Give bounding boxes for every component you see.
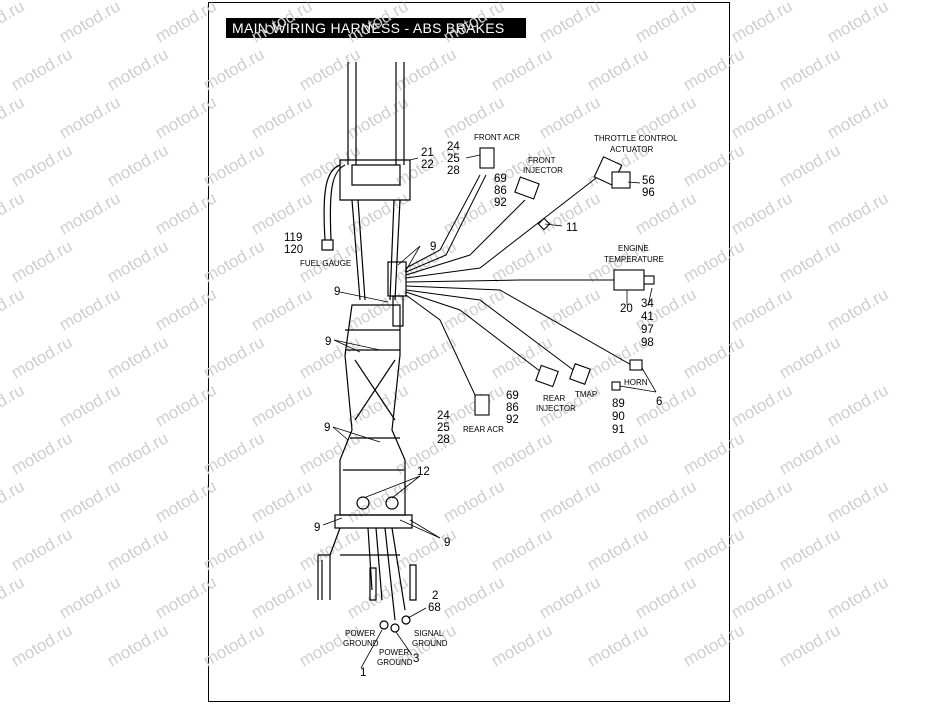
rear-injector-connector bbox=[535, 364, 559, 388]
branch-horn bbox=[405, 285, 641, 371]
tmap-part-2: 90 bbox=[612, 411, 625, 423]
downtube bbox=[351, 199, 401, 301]
branch-front-acr bbox=[405, 174, 481, 269]
tmap-part-3: 91 bbox=[612, 424, 625, 436]
part-12-left bbox=[356, 496, 370, 510]
harness-part-2: 22 bbox=[421, 159, 434, 171]
power-ground-2-label-1: POWER bbox=[379, 648, 409, 657]
rear-acr-part-3: 28 bbox=[437, 434, 450, 446]
tmap-label: TMAP bbox=[575, 390, 597, 399]
tmap-part-1: 89 bbox=[612, 398, 625, 410]
rear-acr-label: REAR ACR bbox=[463, 425, 504, 434]
power-ground-1-label-1: POWER bbox=[345, 629, 375, 638]
nacelle-bracket bbox=[339, 159, 411, 201]
branch-front-injector bbox=[405, 199, 526, 276]
fuel-gauge-label: FUEL GAUGE bbox=[300, 259, 351, 268]
frame-drawing bbox=[317, 62, 417, 633]
front-injector-connector bbox=[514, 176, 540, 200]
rear-acr-connector bbox=[474, 394, 490, 416]
front-injector-part-2: 86 bbox=[494, 185, 507, 197]
harness-part-1: 21 bbox=[421, 147, 434, 159]
horn-connector-b bbox=[611, 381, 621, 391]
horn-part: 6 bbox=[656, 396, 662, 408]
left-fork-tube bbox=[347, 62, 357, 165]
rear-fender-support bbox=[318, 527, 341, 600]
frame-body bbox=[339, 304, 406, 516]
engine-temp-part-4: 97 bbox=[641, 324, 654, 336]
throttle-label-2: ACTUATOR bbox=[610, 145, 653, 154]
ground-leads bbox=[367, 527, 406, 621]
harness-branches bbox=[405, 174, 641, 396]
power-ground-1-part: 1 bbox=[360, 667, 366, 679]
part-12-label: 12 bbox=[417, 466, 430, 478]
fuel-gauge-part-2: 120 bbox=[284, 244, 303, 256]
part-12-right bbox=[385, 496, 399, 510]
front-injector-label-2: INJECTOR bbox=[523, 166, 563, 175]
front-acr-part-3: 28 bbox=[447, 165, 460, 177]
engine-temp-part-2: 34 bbox=[641, 298, 654, 310]
front-injector-label-1: FRONT bbox=[528, 156, 556, 165]
branch-rear-acr bbox=[405, 294, 476, 396]
clip-label-2: 9 bbox=[334, 286, 340, 298]
front-acr-part-2: 25 bbox=[447, 153, 460, 165]
throttle-part-1: 56 bbox=[642, 175, 655, 187]
signal-ground-label-2: GROUND bbox=[412, 639, 448, 648]
fuel-gauge-lead bbox=[323, 164, 341, 241]
part-2-label: 2 bbox=[432, 590, 438, 602]
branch-rear-injector bbox=[405, 291, 546, 376]
engine-temp-part-3: 41 bbox=[641, 311, 654, 323]
clip-label-4: 9 bbox=[324, 422, 330, 434]
rear-acr-part-2: 25 bbox=[437, 422, 450, 434]
part-11-label: 11 bbox=[566, 222, 578, 234]
clip-label-5: 9 bbox=[314, 522, 320, 534]
throttle-label-1: THROTTLE CONTROL bbox=[594, 134, 678, 143]
clip-label-1: 9 bbox=[430, 241, 436, 253]
rear-injector-part-1: 69 bbox=[506, 390, 519, 402]
rear-injector-part-2: 86 bbox=[506, 402, 519, 414]
components bbox=[474, 147, 655, 416]
power-ground-2-part: 3 bbox=[413, 653, 419, 665]
clip-label-6: 9 bbox=[444, 537, 450, 549]
rear-acr-part-1: 24 bbox=[437, 410, 450, 422]
branch-tmap bbox=[405, 289, 581, 376]
diagram-title: MAIN WIRING HARNESS - ABS BRAKES bbox=[226, 18, 526, 38]
power-ground-2-label-2: GROUND bbox=[377, 658, 413, 667]
clip-label-3: 9 bbox=[325, 336, 331, 348]
power-ground-1-label-2: GROUND bbox=[343, 639, 379, 648]
engine-temp-label-1: ENGINE bbox=[618, 244, 649, 253]
diagram-frame bbox=[208, 2, 730, 702]
horn-connector-a bbox=[629, 359, 643, 371]
rear-injector-label-1: REAR bbox=[543, 394, 565, 403]
signal-ground-label-1: SIGNAL bbox=[414, 629, 444, 638]
rear-injector-label-2: INJECTOR bbox=[536, 404, 576, 413]
front-acr-connector bbox=[479, 147, 495, 169]
front-injector-part-3: 92 bbox=[494, 197, 507, 209]
engine-temp-part-5: 98 bbox=[641, 337, 654, 349]
throttle-actuator-plug bbox=[611, 171, 631, 189]
callouts: FRONT ACR 24 25 28 FRONT INJECTOR 69 86 … bbox=[284, 133, 678, 679]
engine-temp-sensor bbox=[613, 269, 645, 291]
rear-injector-part-3: 92 bbox=[506, 414, 519, 426]
branch-throttle bbox=[405, 174, 601, 279]
front-injector-part-1: 69 bbox=[494, 173, 507, 185]
front-acr-label: FRONT ACR bbox=[474, 133, 520, 142]
throttle-part-2: 96 bbox=[642, 187, 655, 199]
horn-label: HORN bbox=[624, 378, 648, 387]
rear-crossmember bbox=[334, 514, 413, 529]
engine-temp-part-1: 20 bbox=[620, 303, 633, 315]
part-11 bbox=[537, 217, 551, 231]
right-fork-tube bbox=[395, 62, 405, 165]
engine-temp-label-2: TEMPERATURE bbox=[604, 255, 664, 264]
tmap-connector bbox=[569, 363, 591, 385]
fuel-gauge-part-1: 119 bbox=[284, 232, 302, 244]
leader-lines bbox=[322, 154, 657, 669]
branch-engine-temp bbox=[405, 279, 615, 283]
part-68-label: 68 bbox=[428, 602, 441, 614]
front-acr-part-1: 24 bbox=[447, 141, 460, 153]
